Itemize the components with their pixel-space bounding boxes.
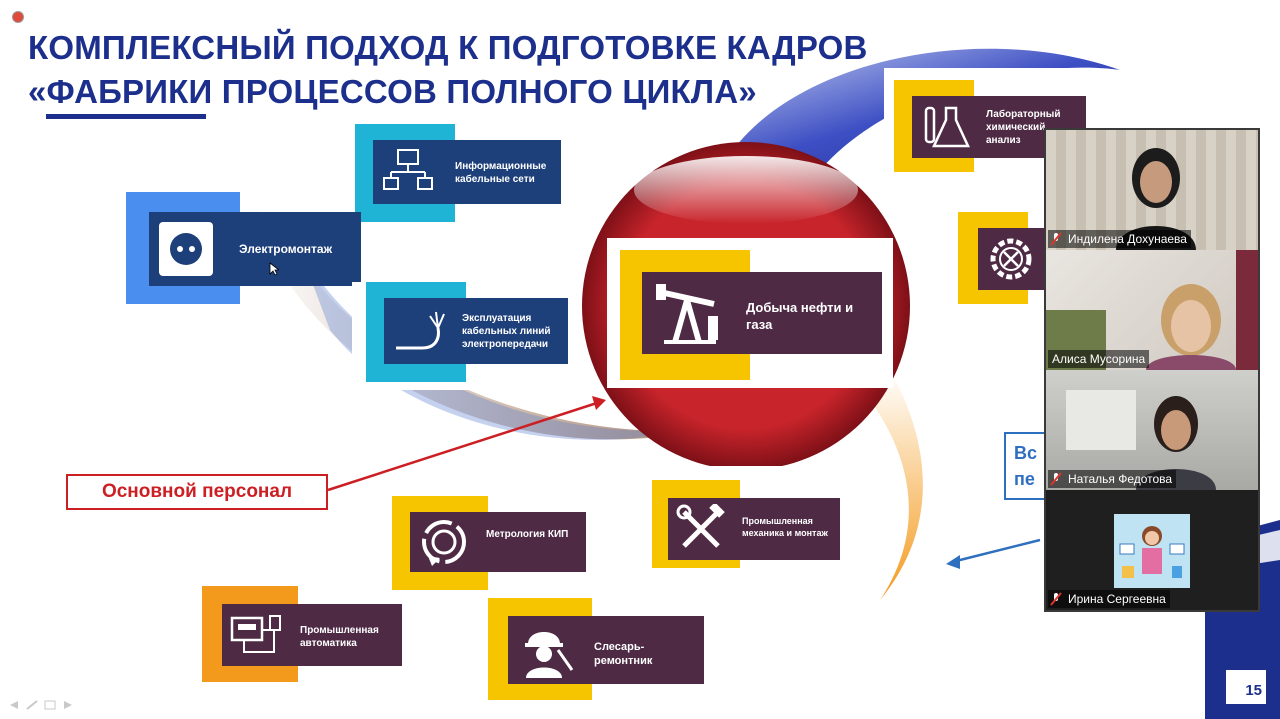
slide-title-line1: КОМПЛЕКСНЫЙ ПОДХОД К ПОДГОТОВКЕ КАДРОВ xyxy=(28,29,868,66)
network-icon xyxy=(383,149,433,190)
card-repair-label: Слесарь-ремонтник xyxy=(594,641,653,668)
participant-tile-1[interactable]: Индилена Дохунаева xyxy=(1046,130,1258,250)
participant-name-4: Ирина Сергеевна xyxy=(1048,590,1170,608)
card-repair: Слесарь-ремонтник xyxy=(508,616,704,684)
card-metro: Метрология КИП xyxy=(410,512,586,572)
lab-flask-icon xyxy=(924,106,970,148)
participant-name-2: Алиса Мусорина xyxy=(1048,350,1150,368)
card-electro-label: Электромонтаж xyxy=(239,242,333,256)
participant-tile-2[interactable]: Алиса Мусорина xyxy=(1046,250,1258,370)
mouse-cursor-icon xyxy=(269,262,279,276)
slide-title-line2: «ФАБРИКИ ПРОЦЕССОВ ПОЛНОГО ЦИКЛА» xyxy=(28,73,757,110)
card-info: Информационные кабельные сети xyxy=(373,140,561,204)
card-mech-label: Промышленная механика и монтаж xyxy=(742,516,828,538)
card-auto: Промышленная автоматика xyxy=(222,604,402,666)
card-cable: Эксплуатация кабельных линий электропере… xyxy=(384,298,568,364)
avatar-illustration-icon xyxy=(1119,526,1185,578)
card-lab-label: Лабораторный химический анализ xyxy=(986,109,1061,146)
card-electro[interactable]: Электромонтаж xyxy=(149,212,361,286)
card-gear xyxy=(978,228,1048,290)
recording-indicator-icon xyxy=(12,11,24,23)
page-number: 15 xyxy=(1245,682,1262,699)
participant-tile-4[interactable]: Ирина Сергеевна xyxy=(1046,490,1258,610)
worker-icon xyxy=(525,632,574,678)
muted-mic-icon xyxy=(1050,232,1062,246)
card-auto-label: Промышленная автоматика xyxy=(300,625,379,649)
card-oil: Добыча нефти и газа xyxy=(642,272,882,354)
cable-icon xyxy=(396,311,445,350)
hammer-wrench-icon xyxy=(676,504,725,548)
prev-slide-icon[interactable] xyxy=(8,700,20,710)
socket-icon xyxy=(159,222,213,276)
card-info-label: Информационные кабельные сети xyxy=(455,161,547,185)
page-number-box xyxy=(1226,670,1266,704)
muted-mic-icon xyxy=(1050,472,1062,486)
automation-icon xyxy=(230,615,281,653)
callout-main-staff: Основной персонал xyxy=(66,474,328,510)
participant-name-3: Наталья Федотова xyxy=(1048,470,1177,488)
card-metro-label: Метрология КИП xyxy=(486,529,569,540)
muted-mic-icon xyxy=(1050,592,1062,606)
avatar xyxy=(1114,514,1190,588)
slides-grid-icon[interactable] xyxy=(44,700,56,710)
participant-tile-3[interactable]: Наталья Федотова xyxy=(1046,370,1258,490)
metrology-gauge-icon xyxy=(422,520,466,566)
video-participants-panel: Индилена Дохунаева Алиса Мусорина Наталь… xyxy=(1044,128,1260,612)
title-underline xyxy=(46,114,206,119)
gear-tools-icon xyxy=(990,238,1032,280)
card-cable-label: Эксплуатация кабельных линий электропере… xyxy=(462,313,551,350)
card-oil-label: Добыча нефти и газа xyxy=(746,300,854,332)
card-mech: Промышленная механика и монтаж xyxy=(668,498,840,560)
participant-name-1: Индилена Дохунаева xyxy=(1048,230,1191,248)
oil-pump-icon xyxy=(656,284,718,344)
slide-title: КОМПЛЕКСНЫЙ ПОДХОД К ПОДГОТОВКЕ КАДРОВ «… xyxy=(28,26,868,114)
presentation-toolbar xyxy=(8,700,74,710)
pen-icon[interactable] xyxy=(26,700,38,710)
next-slide-icon[interactable] xyxy=(62,700,74,710)
